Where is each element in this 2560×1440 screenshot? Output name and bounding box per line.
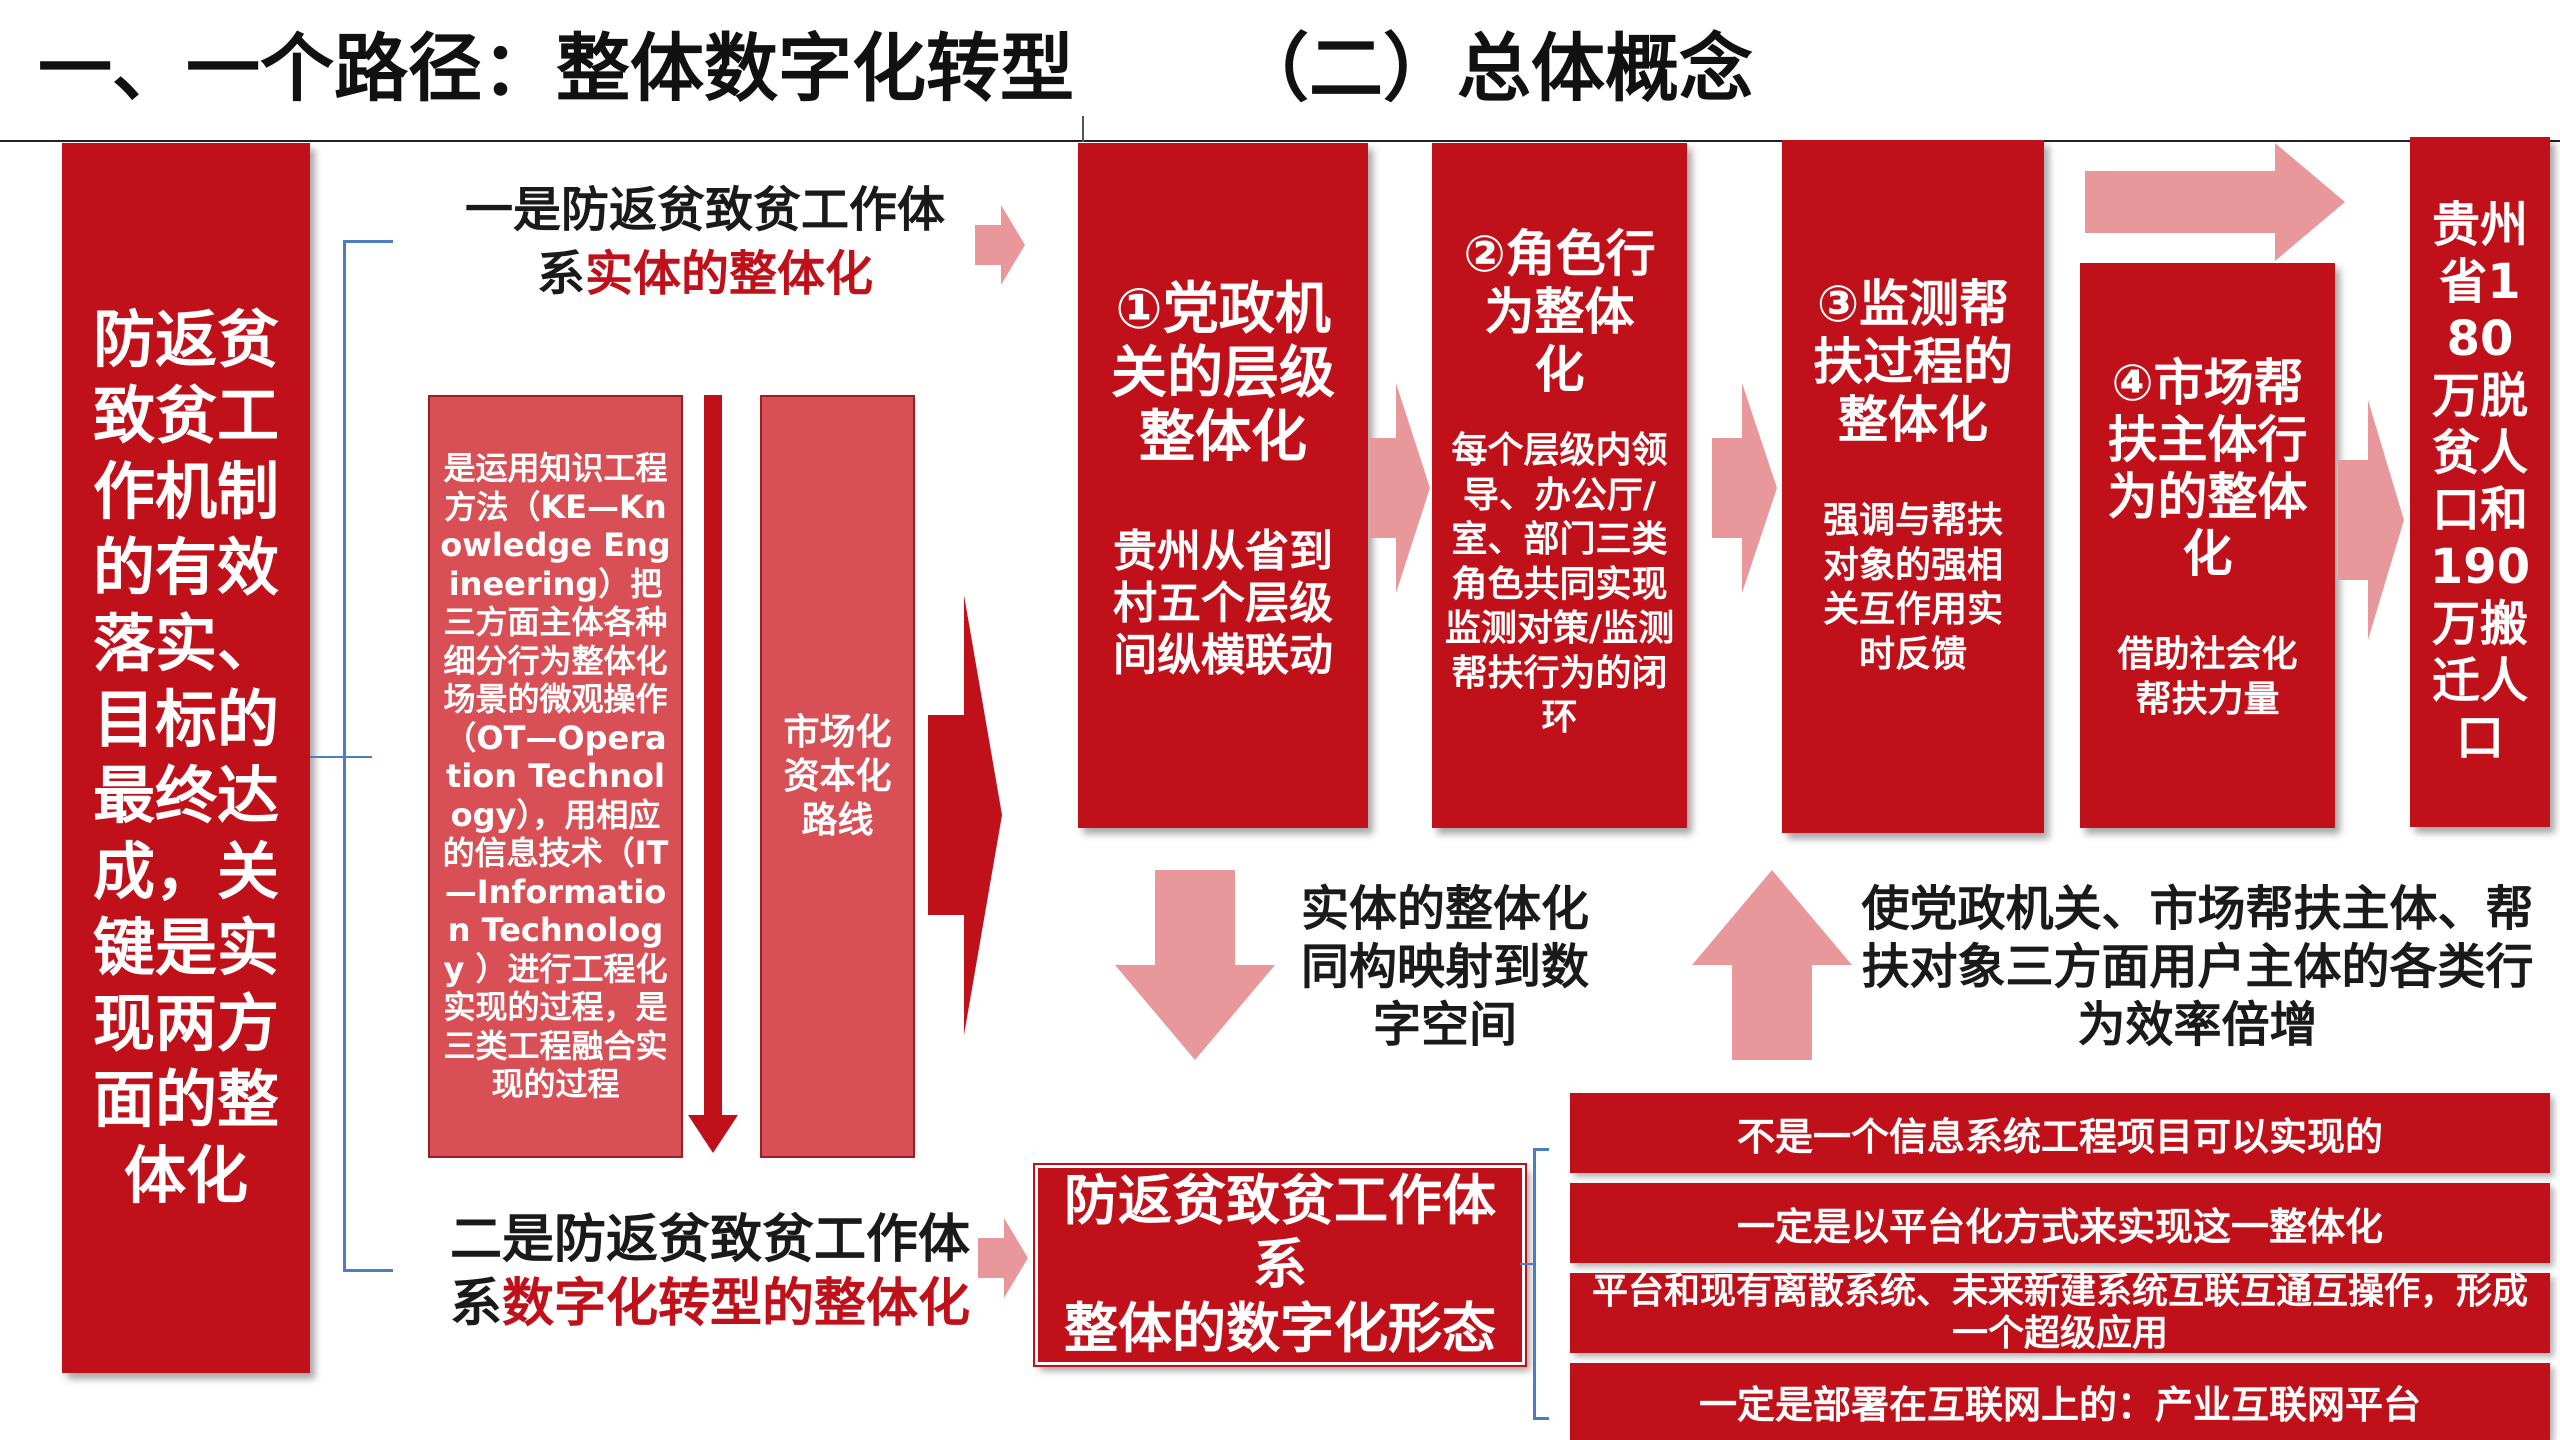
branch-top-prefix: 系 [536,246,585,302]
branch-bottom-line1: 二是防返贫致贫工作体 [449,1210,970,1270]
branch-top-line2: 系实体的整体化 [537,242,873,306]
branch-top-highlight: 实体的整体化 [585,246,874,302]
bracket-connector [310,756,372,758]
step-arrow-top-icon [2085,143,2345,261]
step-arrow-1-icon [1370,383,1430,593]
page-title: 一、一个路径：整体数字化转型 [38,26,1074,112]
result-text: 贵州省180万脱贫人口和190万搬迁人口 [2429,197,2531,766]
step-arrow-3-icon [2338,400,2404,640]
result-box: 贵州省180万脱贫人口和190万搬迁人口 [2410,137,2550,827]
mid-down-arrow-icon [1115,870,1275,1060]
market-route-box: 市场化资本化路线 [760,395,915,1158]
branch-bottom-highlight: 数字化转型的整体化 [502,1274,971,1334]
branch-bottom-text: 二是防返贫致贫工作体 系数字化转型的整体化 [430,1208,990,1336]
branch-top-line1: 一是防返贫致贫工作体 [464,182,945,238]
bars-bracket-connector [1520,1263,1536,1265]
mid-left-text: 实体的整体化同构映射到数字空间 [1300,881,1589,1053]
header-tick [1082,116,1084,142]
knowledge-engineering-box: 是运用知识工程方法（KE—Knowledge Engineering）把三方面主… [428,395,683,1158]
down-arrow-red-icon [688,395,738,1153]
bar-3: 平台和现有离散系统、未来新建系统互联互通互操作，形成一个超级应用 [1570,1271,2550,1354]
branch-bottom-line2: 系数字化转型的整体化 [450,1272,970,1336]
step-2-body: 每个层级内领导、办公厅/室、部门三类角色共同实现监测对策/监测帮扶行为的闭环 [1444,430,1675,738]
digital-form-line1: 防返贫致贫工作体系 [1064,1169,1496,1296]
branch-top-arrow-icon [975,205,1025,285]
big-right-arrow-icon [928,595,1002,1035]
step-4-title: ④市场帮扶主体行为的整体化 [2107,354,2308,583]
section-title: （二）总体概念 [1235,26,1753,112]
knowledge-engineering-text: 是运用知识工程方法（KE—Knowledge Engineering）把三方面主… [440,449,671,1104]
bar-1: 不是一个信息系统工程项目可以实现的 [1570,1093,2550,1173]
header-divider [0,140,2560,142]
step-arrow-2-icon [1712,383,1777,593]
step-3-title: ③监测帮扶过程的整体化 [1813,275,2013,449]
step-box-4: ④市场帮扶主体行为的整体化 借助社会化帮扶力量 [2080,263,2335,828]
left-summary-text: 防返贫致贫工作机制的有效落实、目标的最终达成，关键是实现两方面的整体化 [92,303,279,1212]
step-1-body: 贵州从省到村五个层级间纵横联动 [1113,526,1333,681]
step-2-title: ②角色行为整体化 [1463,225,1656,399]
left-summary-panel: 防返贫致贫工作机制的有效落实、目标的最终达成，关键是实现两方面的整体化 [62,143,310,1373]
step-4-body: 借助社会化帮扶力量 [2117,634,2298,720]
step-1-title: ①党政机关的层级整体化 [1111,277,1335,470]
step-box-3: ③监测帮扶过程的整体化 强调与帮扶对象的强相关互作用实时反馈 [1782,140,2044,833]
branch-bottom-arrow-icon [978,1218,1028,1298]
digital-form-line2: 整体的数字化形态 [1064,1297,1496,1360]
digital-form-box: 防返贫致贫工作体系 整体的数字化形态 [1033,1163,1527,1367]
market-route-text: 市场化资本化路线 [783,711,892,841]
bar-4: 一定是部署在互联网上的：产业互联网平台 [1570,1363,2550,1440]
branch-top-text: 一是防返贫致贫工作体 系实体的整体化 [420,178,990,306]
step-3-body: 强调与帮扶对象的强相关互作用实时反馈 [1822,500,2003,675]
mid-up-arrow-icon [1692,870,1852,1060]
bar-2: 一定是以平台化方式来实现这一整体化 [1570,1183,2550,1263]
mid-right-text: 使党政机关、市场帮扶主体、帮扶对象三方面用户主体的各类行为效率倍增 [1861,881,2534,1053]
bars-bracket [1533,1148,1549,1420]
step-box-2: ②角色行为整体化 每个层级内领导、办公厅/室、部门三类角色共同实现监测对策/监测… [1432,143,1687,828]
step-box-1: ①党政机关的层级整体化 贵州从省到村五个层级间纵横联动 [1078,143,1368,828]
branch-bottom-prefix: 系 [449,1274,502,1334]
